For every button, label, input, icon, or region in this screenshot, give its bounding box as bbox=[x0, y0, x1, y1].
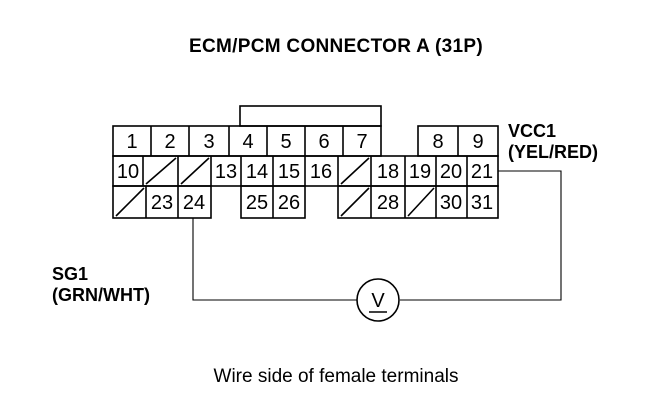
terminal-numbers: 1 2 3 4 5 6 7 8 9 10 13 14 15 16 18 19 2… bbox=[117, 131, 493, 214]
terminal-7: 7 bbox=[356, 131, 367, 153]
terminal-25: 25 bbox=[246, 192, 268, 214]
terminal-9: 9 bbox=[472, 131, 483, 153]
terminal-28: 28 bbox=[377, 192, 399, 214]
sg1-label: SG1 bbox=[52, 264, 89, 284]
diagram-caption: Wire side of female terminals bbox=[213, 366, 459, 387]
terminal-row-2 bbox=[112, 155, 499, 187]
lead-vcc1-to-meter bbox=[400, 170, 562, 301]
voltmeter-symbol: V bbox=[371, 290, 385, 312]
terminal-13: 13 bbox=[215, 161, 237, 183]
test-leads bbox=[192, 170, 562, 301]
terminal-14: 14 bbox=[246, 161, 268, 183]
terminal-19: 19 bbox=[409, 161, 431, 183]
terminal-16: 16 bbox=[310, 161, 332, 183]
terminal-24: 24 bbox=[183, 192, 205, 214]
sg1-wire-color: (GRN/WHT) bbox=[52, 285, 150, 305]
terminal-1: 1 bbox=[126, 131, 137, 153]
lead-sg1-to-meter bbox=[192, 218, 357, 301]
terminal-5: 5 bbox=[280, 131, 291, 153]
terminal-row-1 bbox=[112, 125, 499, 157]
terminal-18: 18 bbox=[377, 161, 399, 183]
terminal-30: 30 bbox=[440, 192, 462, 214]
terminal-8: 8 bbox=[432, 131, 443, 153]
terminal-15: 15 bbox=[278, 161, 300, 183]
vcc1-label: VCC1 bbox=[508, 121, 557, 141]
terminal-23: 23 bbox=[151, 192, 173, 214]
terminal-31: 31 bbox=[471, 192, 493, 214]
terminal-6: 6 bbox=[318, 131, 329, 153]
terminal-26: 26 bbox=[278, 192, 300, 214]
terminal-3: 3 bbox=[203, 131, 214, 153]
diagram-title: ECM/PCM CONNECTOR A (31P) bbox=[189, 36, 483, 57]
vcc1-wire-color: (YEL/RED) bbox=[508, 142, 598, 162]
terminal-4: 4 bbox=[242, 131, 253, 153]
terminal-row-3 bbox=[112, 185, 499, 219]
connector-key-tab bbox=[239, 105, 382, 127]
terminal-21: 21 bbox=[471, 161, 493, 183]
terminal-10: 10 bbox=[117, 161, 139, 183]
voltmeter-icon: V bbox=[356, 278, 400, 322]
terminal-2: 2 bbox=[164, 131, 175, 153]
terminal-20: 20 bbox=[440, 161, 462, 183]
